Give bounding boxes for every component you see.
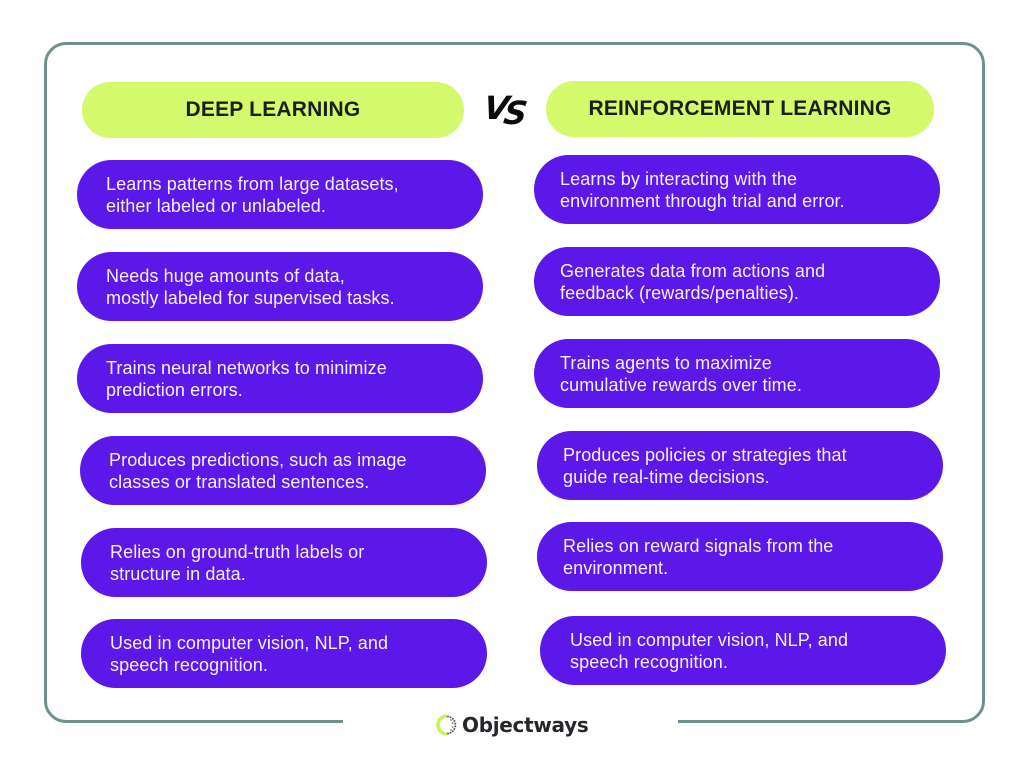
rl-item-1-line2: environment through trial and error. — [560, 190, 845, 211]
rl-item-2-line2: feedback (rewards/penalties). — [560, 282, 800, 303]
rl-item-4-line1: Produces policies or strategies that — [563, 444, 847, 465]
rl-item-3-line2: cumulative rewards over time. — [560, 374, 802, 395]
rl-item-1-line1: Learns by interacting with the — [560, 168, 798, 189]
rl-item-6-line2: speech recognition. — [570, 651, 729, 672]
dl-item-5-line1: Relies on ground-truth labels or — [110, 541, 365, 562]
objectways-logo: Objectways — [436, 710, 589, 740]
rl-item-5-line2: environment. — [563, 557, 669, 578]
reinforcement-learning-header: REINFORCEMENT LEARNING — [546, 81, 934, 137]
deep-learning-header: DEEP LEARNING — [82, 82, 464, 138]
dl-item-1-line2: either labeled or unlabeled. — [106, 195, 326, 216]
dl-item-4-line1: Produces predictions, such as image — [109, 449, 407, 470]
rl-item-3-line1: Trains agents to maximize — [560, 352, 772, 373]
rl-item-5-line1: Relies on reward signals from the — [563, 535, 834, 556]
vs-s: S — [501, 94, 526, 132]
dl-item-2-line1: Needs huge amounts of data, — [106, 265, 345, 286]
dl-item-3-line1: Trains neural networks to minimize — [106, 357, 387, 378]
brand-name: Objectways — [462, 713, 589, 737]
dl-item-1: Learns patterns from large datasets,eith… — [77, 160, 483, 229]
rl-item-2-line1: Generates data from actions and — [560, 260, 826, 281]
dl-item-4-line2: classes or translated sentences. — [109, 471, 370, 492]
vs-label: VS — [481, 88, 529, 132]
dl-item-3-line2: prediction errors. — [106, 379, 243, 400]
dl-item-1-line1: Learns patterns from large datasets, — [106, 173, 399, 194]
dl-item-2-line2: mostly labeled for supervised tasks. — [106, 287, 395, 308]
dl-item-6-line2: speech recognition. — [110, 654, 269, 675]
frame-gap — [343, 712, 678, 726]
reinforcement-learning-title: REINFORCEMENT LEARNING — [588, 97, 892, 120]
objectways-ring-logo-icon — [436, 714, 457, 736]
deep-learning-title: DEEP LEARNING — [185, 98, 361, 121]
dl-item-2: Needs huge amounts of data,mostly labele… — [77, 252, 483, 321]
dl-item-6-line1: Used in computer vision, NLP, and — [110, 632, 389, 653]
rl-item-4-line2: guide real-time decisions. — [563, 466, 770, 487]
rl-item-6-line1: Used in computer vision, NLP, and — [570, 629, 849, 650]
dl-item-5-line2: structure in data. — [110, 563, 246, 584]
